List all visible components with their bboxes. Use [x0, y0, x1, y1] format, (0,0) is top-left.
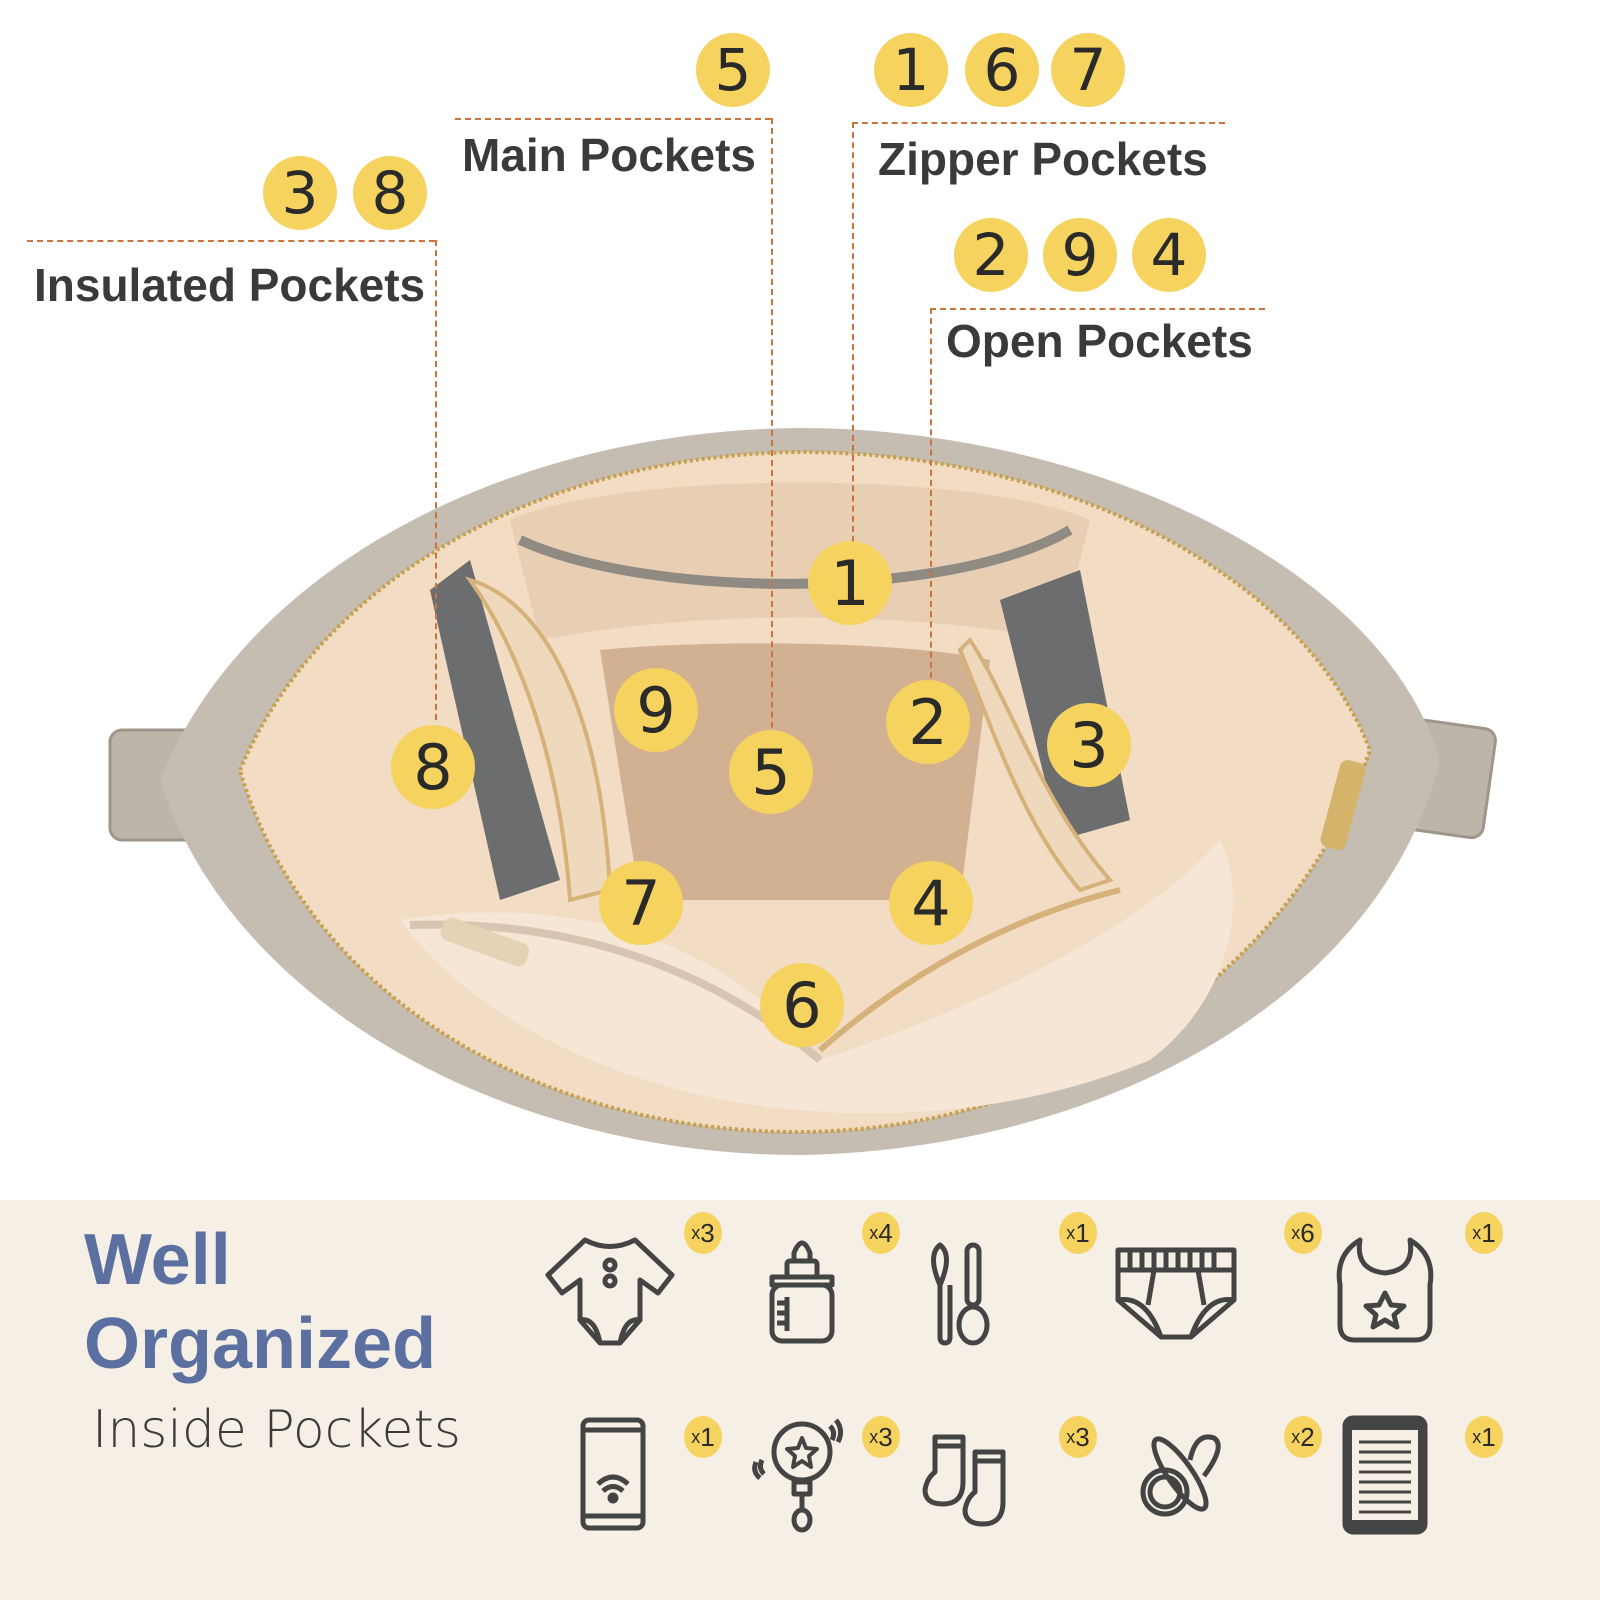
baby-bottle-icon	[732, 1225, 872, 1355]
zipper-pocket-number: 7	[1051, 33, 1125, 107]
open-pocket-number: 2	[954, 218, 1028, 292]
onesie-count: 3	[700, 1217, 715, 1248]
bag-marker-4: 4	[889, 861, 973, 945]
pacifier-icon	[1110, 1412, 1250, 1542]
phone-icon	[540, 1412, 680, 1542]
tablet-icon	[1315, 1412, 1455, 1542]
bag-marker-3: 3	[1047, 703, 1131, 787]
rattle-icon	[732, 1412, 872, 1542]
insulated-pockets-leader-v	[435, 240, 437, 720]
zipper-pocket-number: 1	[874, 33, 948, 107]
well-organized-banner	[0, 1200, 1600, 1600]
open-pockets-leader-h	[930, 308, 1265, 310]
socks-icon	[905, 1412, 1045, 1542]
banner-title-line1: Well	[84, 1220, 231, 1300]
bib-icon	[1315, 1225, 1455, 1355]
baby-bottle-count: 4	[878, 1217, 893, 1248]
phone-count: 1	[700, 1421, 715, 1452]
main-pockets-leader-h	[455, 118, 771, 120]
fork-spoon-icon	[905, 1225, 1045, 1355]
zipper-pockets-label: Zipper Pockets	[878, 133, 1208, 185]
bag-marker-8: 8	[391, 725, 475, 809]
banner-title-line2: Organized	[84, 1304, 437, 1384]
pacifier-count: 2	[1300, 1421, 1315, 1452]
open-pocket-number: 4	[1132, 218, 1206, 292]
bag-marker-7: 7	[599, 861, 683, 945]
bib-count: 1	[1481, 1217, 1496, 1248]
open-pockets-leader-v	[930, 308, 932, 688]
bag-marker-5: 5	[729, 730, 813, 814]
main-pocket-number: 5	[696, 33, 770, 107]
banner-subtitle: Inside Pockets	[92, 1400, 462, 1460]
open-pockets-label: Open Pockets	[946, 315, 1253, 367]
insulated-pockets-leader-h	[27, 240, 435, 242]
zipper-pockets-leader-v	[852, 122, 854, 552]
zipper-pocket-number: 6	[965, 33, 1039, 107]
onesie-icon	[540, 1225, 680, 1355]
fork-spoon-count: 1	[1075, 1217, 1090, 1248]
insulated-pocket-number: 3	[263, 156, 337, 230]
bag-marker-6: 6	[760, 963, 844, 1047]
bag-marker-1: 1	[808, 541, 892, 625]
main-pockets-leader-v	[771, 118, 773, 778]
insulated-pocket-number: 8	[353, 156, 427, 230]
diaper-count: 6	[1300, 1217, 1315, 1248]
insulated-pockets-label: Insulated Pockets	[34, 259, 426, 311]
diaper-icon	[1106, 1225, 1246, 1355]
bag-marker-9: 9	[614, 668, 698, 752]
zipper-pockets-leader-h	[852, 122, 1225, 124]
socks-count: 3	[1075, 1421, 1090, 1452]
main-pockets-label: Main Pockets	[462, 129, 756, 181]
tablet-count: 1	[1481, 1421, 1496, 1452]
rattle-count: 3	[878, 1421, 893, 1452]
bag-marker-2: 2	[886, 680, 970, 764]
open-pocket-number: 9	[1043, 218, 1117, 292]
